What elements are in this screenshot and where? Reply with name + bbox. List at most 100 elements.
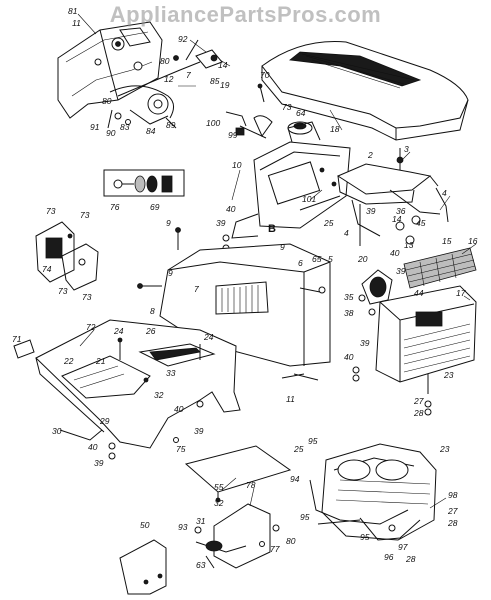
- callout-11b: 11: [286, 394, 295, 404]
- callout-B: B: [268, 223, 276, 235]
- callout-24: 24: [113, 326, 124, 336]
- reflector: [13, 339, 35, 359]
- callout-33: 33: [166, 368, 176, 378]
- callout-29: 29: [99, 416, 110, 426]
- callout-labels: 81 11 92 14 80 7 12 85 80 91 90 83 84 89…: [12, 6, 478, 570]
- callout-99: 99: [228, 130, 238, 140]
- callout-40c: 40: [344, 352, 354, 362]
- callout-13: 13: [404, 240, 414, 250]
- callout-32b: 32: [214, 498, 224, 508]
- callout-95b: 95: [300, 512, 310, 522]
- callout-14b: 14: [392, 214, 402, 224]
- right-side-fasteners: [281, 366, 432, 416]
- callout-8: 8: [150, 306, 155, 316]
- ignition-switch-detail: [103, 169, 185, 197]
- callout-78: 78: [246, 480, 256, 490]
- callout-27: 27: [413, 396, 424, 406]
- headlight-assembly: [358, 269, 393, 316]
- callout-9b: 9: [280, 242, 285, 252]
- callout-39b: 39: [216, 218, 226, 228]
- callout-90: 90: [106, 128, 116, 138]
- callout-74: 74: [42, 264, 52, 274]
- callout-63: 63: [196, 560, 206, 570]
- callout-73: 73: [282, 102, 292, 112]
- callout-72: 72: [86, 322, 96, 332]
- callout-91: 91: [90, 122, 100, 132]
- callout-2: 2: [367, 150, 373, 160]
- callout-64: 64: [296, 108, 306, 118]
- callout-9c: 9: [168, 268, 173, 278]
- callout-84: 84: [146, 126, 156, 136]
- callout-40b: 40: [390, 248, 400, 258]
- callout-80c: 80: [286, 536, 296, 546]
- callout-95: 95: [308, 436, 318, 446]
- callout-16: 16: [468, 236, 478, 246]
- callout-39f: 39: [94, 458, 104, 468]
- callout-92: 92: [178, 34, 188, 44]
- callout-11: 11: [72, 18, 81, 28]
- callout-19: 19: [220, 80, 230, 90]
- callout-55: 55: [214, 482, 224, 492]
- callout-27b: 27: [447, 506, 458, 516]
- hood-hardware: [225, 83, 313, 139]
- callout-75: 75: [176, 444, 186, 454]
- callout-39e: 39: [194, 426, 204, 436]
- callout-25: 25: [323, 218, 334, 228]
- callout-101: 101: [302, 194, 316, 204]
- callout-7b: 7: [194, 284, 199, 294]
- callout-22: 22: [63, 356, 74, 366]
- callout-30: 30: [52, 426, 62, 436]
- callout-5: 5: [328, 254, 333, 264]
- callout-36: 36: [396, 206, 406, 216]
- callout-100: 100: [206, 118, 220, 128]
- callout-28: 28: [413, 408, 424, 418]
- callout-65: 65: [312, 254, 322, 264]
- lower-fasteners: [59, 400, 204, 460]
- dash-panel: [231, 121, 351, 239]
- callout-69: 69: [150, 202, 160, 212]
- callout-25b: 25: [293, 444, 304, 454]
- callout-26: 26: [145, 326, 156, 336]
- callout-44: 44: [414, 288, 424, 298]
- callout-73e: 73: [82, 292, 92, 302]
- callout-10: 10: [232, 160, 242, 170]
- callout-14: 14: [218, 60, 228, 70]
- callout-18: 18: [330, 124, 340, 134]
- callout-4: 4: [442, 188, 447, 198]
- callout-45: 45: [416, 218, 426, 228]
- callout-85: 85: [210, 76, 220, 86]
- callout-39c: 39: [396, 266, 406, 276]
- linkage-assembly: [107, 39, 223, 129]
- callout-17: 17: [456, 288, 466, 298]
- callout-28b: 28: [447, 518, 458, 528]
- callout-89: 89: [166, 120, 176, 130]
- callout-31: 31: [196, 516, 206, 526]
- callout-40e: 40: [88, 442, 98, 452]
- callout-95c: 95: [360, 532, 370, 542]
- callout-70: 70: [260, 70, 270, 80]
- callout-39d: 39: [360, 338, 370, 348]
- hood: [261, 41, 469, 141]
- callout-4b: 4: [344, 228, 349, 238]
- grille-mesh: [403, 247, 477, 289]
- dash-bracket-assembly: [57, 21, 163, 119]
- callout-24b: 24: [203, 332, 214, 342]
- callout-96: 96: [384, 552, 394, 562]
- callout-40: 40: [226, 204, 236, 214]
- callout-97: 97: [398, 542, 408, 552]
- callout-80: 80: [160, 56, 170, 66]
- callout-39: 39: [366, 206, 376, 216]
- callout-77: 77: [270, 544, 280, 554]
- side-panel-bracket: [35, 221, 99, 291]
- floor-plate: [184, 445, 292, 503]
- callout-50: 50: [140, 520, 150, 530]
- callout-38: 38: [344, 308, 354, 318]
- callout-71: 71: [12, 334, 22, 344]
- callout-7: 7: [186, 70, 191, 80]
- callout-6: 6: [298, 258, 303, 268]
- leader-lines: [77, 13, 477, 509]
- callout-98: 98: [448, 490, 458, 500]
- callout-93: 93: [178, 522, 188, 532]
- grill-slots: [215, 281, 269, 315]
- callout-9: 9: [166, 218, 171, 228]
